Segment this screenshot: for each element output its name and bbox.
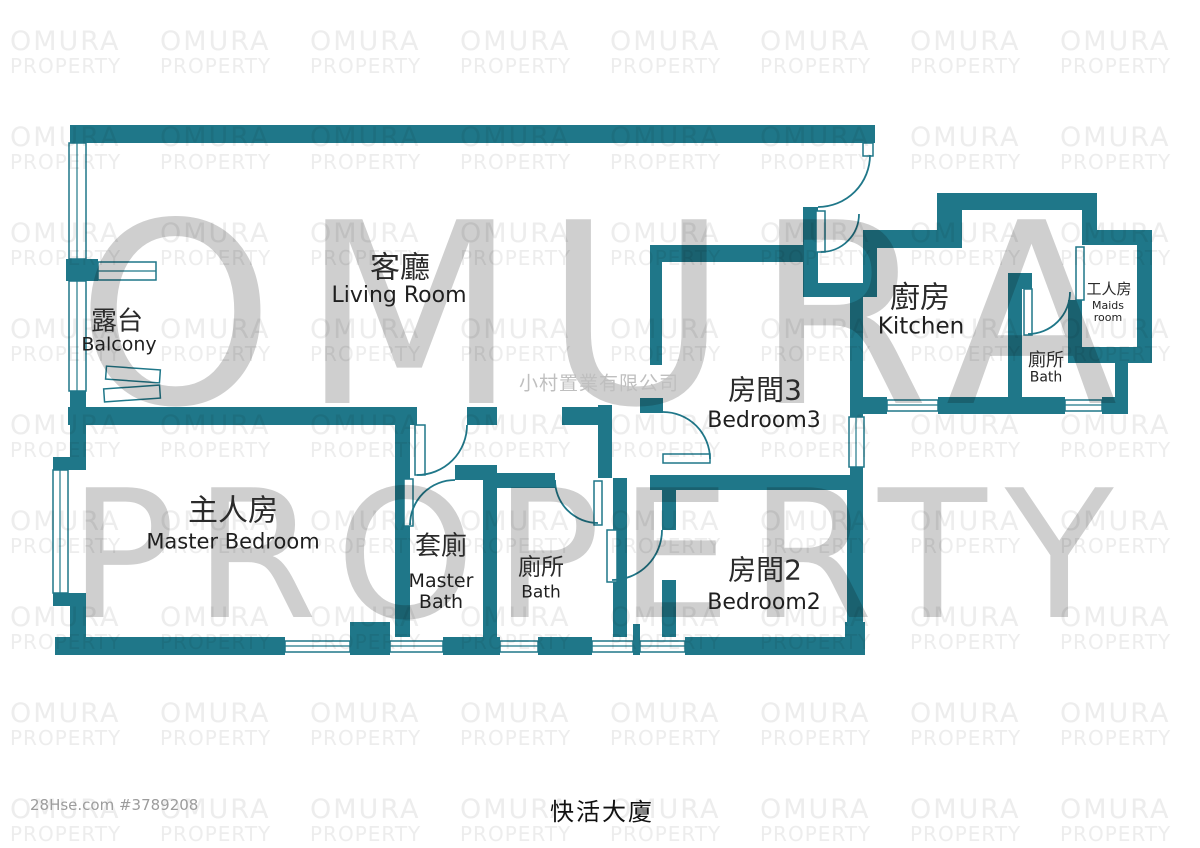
building-title: 快活大廈 (550, 798, 654, 826)
walls (53, 125, 1152, 655)
listing-reference: 28Hse.com #3789208 (30, 796, 199, 814)
windows (52, 142, 1103, 653)
doors (403, 142, 1071, 583)
company-watermark: 小村置業有限公司 (518, 372, 680, 395)
